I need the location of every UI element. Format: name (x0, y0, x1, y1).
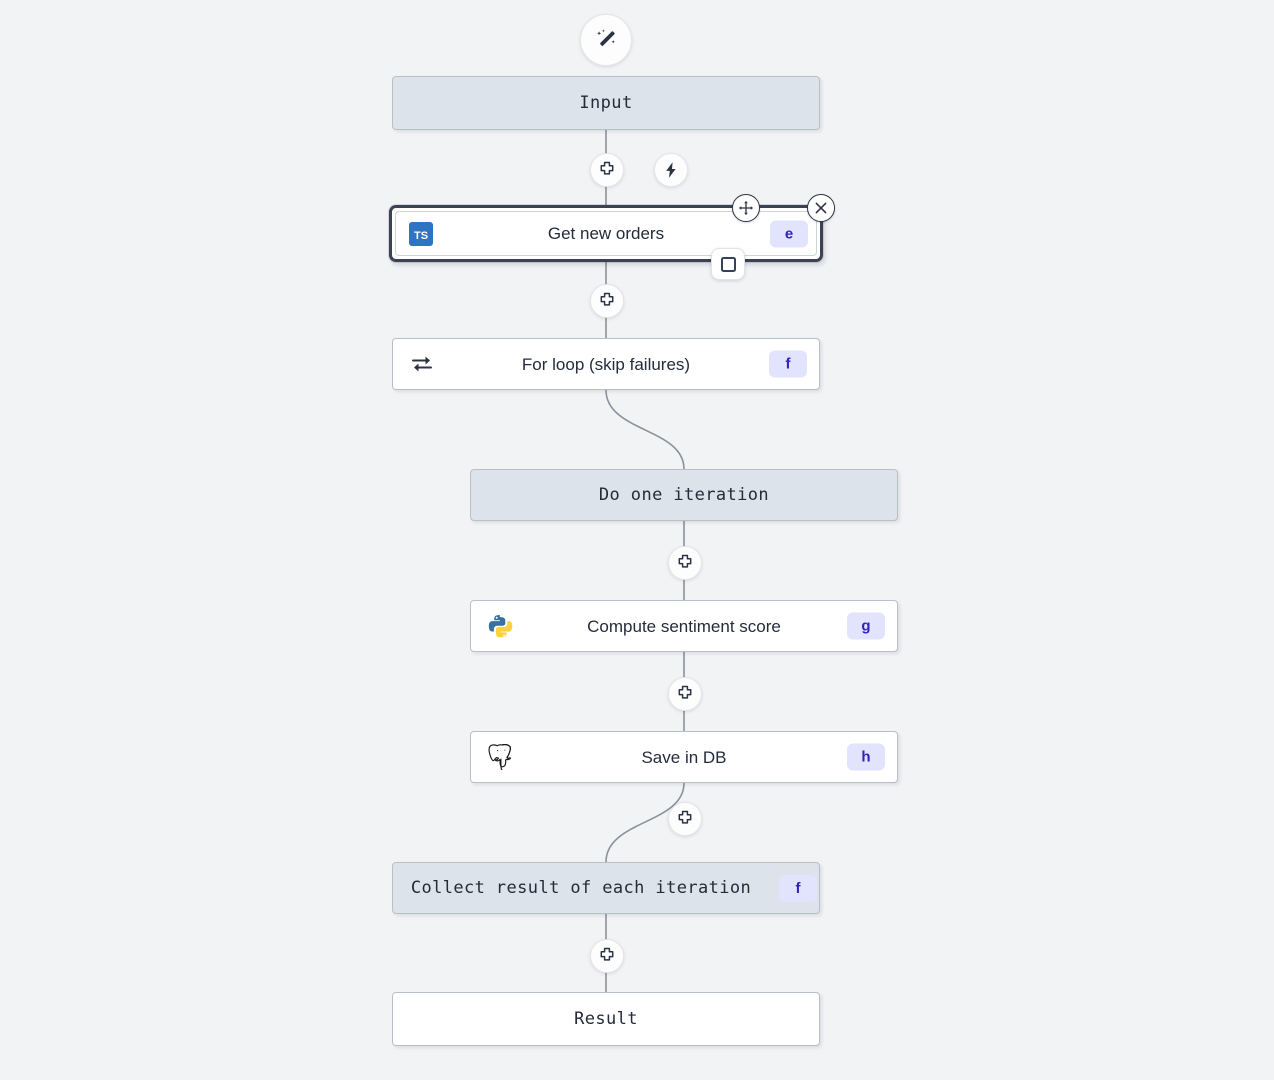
node-badge[interactable]: g (847, 612, 885, 640)
node-label: For loop (skip failures) (521, 354, 691, 374)
node-compute-sentiment-score[interactable]: Compute sentiment score g (470, 600, 898, 652)
magic-wand-button[interactable] (580, 14, 632, 66)
node-label: Result (574, 1008, 638, 1029)
add-node-button-after-do-one-iteration[interactable] (668, 546, 702, 580)
node-badge[interactable]: e (770, 220, 808, 247)
plus-icon (600, 161, 614, 175)
node-label: Collect result of each iteration (410, 877, 752, 898)
add-node-button-after-input[interactable] (590, 153, 624, 187)
node-label: Do one iteration (598, 484, 770, 505)
node-save-in-db[interactable]: Save in DB h (470, 731, 898, 783)
plus-icon (678, 554, 692, 568)
node-label: Save in DB (641, 747, 727, 767)
loop-repeat-icon (412, 356, 432, 372)
node-do-one-iteration[interactable]: Do one iteration (470, 469, 898, 521)
lightning-bolt-icon (666, 162, 676, 178)
stop-square-button[interactable] (711, 248, 745, 280)
edge-for-loop-to-do-one-iteration (605, 389, 685, 470)
node-label: Compute sentiment score (587, 616, 781, 636)
node-collect-result[interactable]: Collect result of each iteration f (392, 862, 820, 914)
node-badge[interactable]: h (847, 743, 885, 771)
typescript-icon: TS (409, 221, 433, 246)
add-node-button-after-collect-result[interactable] (590, 939, 624, 973)
typescript-icon: TS (408, 221, 434, 247)
postgresql-icon (488, 744, 512, 770)
close-node-button[interactable] (807, 194, 835, 222)
plus-icon (678, 685, 692, 699)
plus-icon (600, 947, 614, 961)
node-badge[interactable]: f (769, 350, 807, 378)
node-input[interactable]: Input (392, 76, 820, 130)
node-badge[interactable]: f (779, 874, 817, 902)
add-node-button-after-save-in-db[interactable] (668, 802, 702, 836)
plus-icon (600, 292, 614, 306)
plus-icon (678, 810, 692, 824)
square-outline-icon (720, 256, 736, 272)
loop-icon (409, 351, 435, 377)
node-label: Get new orders (547, 224, 665, 243)
postgresql-icon (487, 744, 513, 770)
node-for-loop[interactable]: For loop (skip failures) f (392, 338, 820, 390)
python-icon (488, 615, 513, 638)
node-result[interactable]: Result (392, 992, 820, 1046)
node-label: Input (579, 92, 633, 113)
trigger-button[interactable] (654, 153, 688, 187)
add-node-button-after-get-new-orders[interactable] (590, 284, 624, 318)
move-arrows-icon (739, 201, 753, 215)
magic-wand-icon (594, 28, 618, 52)
move-handle[interactable] (732, 194, 760, 222)
add-node-button-after-compute-sentiment-score[interactable] (668, 677, 702, 711)
python-icon (487, 613, 513, 639)
svg-text:TS: TS (414, 230, 428, 242)
close-x-icon (815, 202, 827, 214)
